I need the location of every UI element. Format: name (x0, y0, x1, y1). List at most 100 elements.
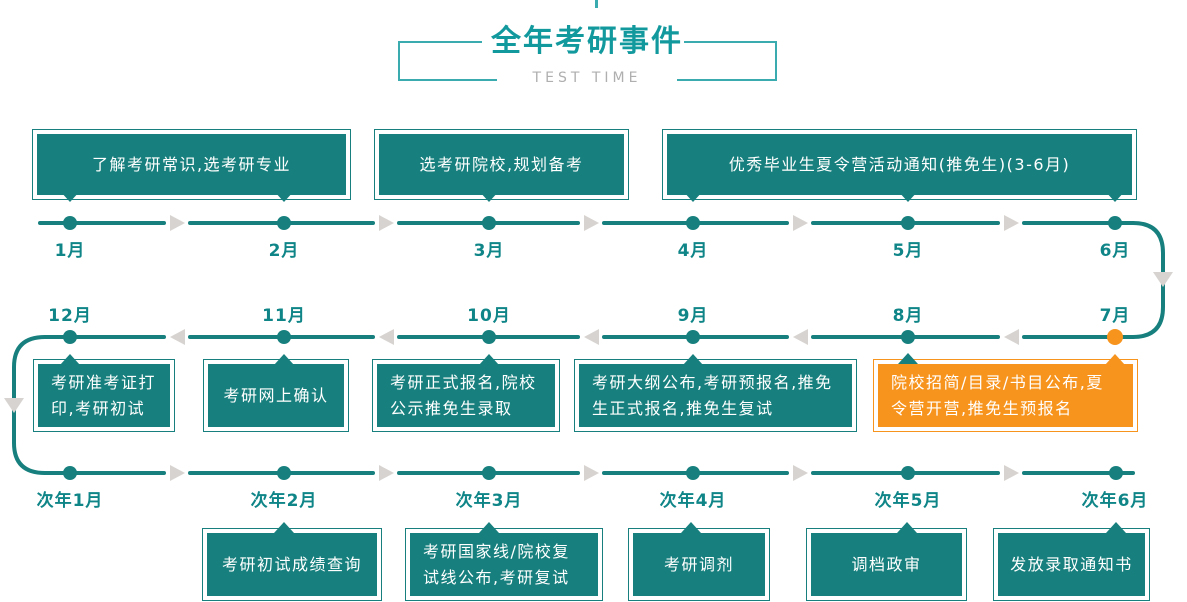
month-label: 次年4月 (659, 491, 727, 511)
event-box-label: 优秀毕业生夏令营活动通知(推免生)(3-6月) (667, 134, 1132, 195)
pointer-up-icon (479, 522, 499, 533)
month-label: 5月 (892, 241, 924, 261)
month-dot-highlight (1107, 329, 1123, 345)
month-dot (482, 216, 496, 230)
month-label: 1月 (54, 241, 86, 261)
month-dot (277, 466, 291, 480)
pointer-up-icon (274, 354, 294, 365)
pointer-up-icon (898, 353, 918, 364)
arrow-down-icon (1153, 272, 1173, 287)
event-box: 考研调剂 (628, 528, 770, 601)
event-box-label: 调档政审 (811, 533, 962, 596)
event-box: 考研初试成绩查询 (202, 528, 382, 601)
event-box-label: 考研调剂 (633, 533, 765, 596)
arrow-left-icon (170, 329, 185, 345)
month-label: 次年2月 (250, 491, 318, 511)
pointer-down-icon (898, 191, 918, 202)
month-label: 次年5月 (874, 491, 942, 511)
title-frame-right (775, 41, 777, 81)
month-label: 次年6月 (1081, 491, 1149, 511)
month-dot (901, 330, 915, 344)
pointer-down-icon (1105, 191, 1125, 202)
month-label: 3月 (473, 241, 505, 261)
event-box-label: 发放录取通知书 (998, 533, 1145, 596)
arrow-right-icon (793, 215, 808, 231)
month-label: 次年1月 (36, 491, 104, 511)
pointer-up-icon (897, 522, 917, 533)
arrow-right-icon (379, 215, 394, 231)
arrow-down-icon (4, 398, 24, 413)
arrow-left-icon (793, 329, 808, 345)
pointer-up-icon (274, 522, 294, 533)
month-label: 11月 (262, 306, 306, 326)
month-label: 6月 (1099, 241, 1131, 261)
event-box: 考研网上确认 (203, 359, 349, 432)
event-box: 优秀毕业生夏令营活动通知(推免生)(3-6月) (662, 129, 1137, 200)
month-dot (686, 216, 700, 230)
event-box: 考研国家线/院校复试线公布,考研复试 (405, 528, 603, 601)
month-dot (686, 466, 700, 480)
month-dot (277, 330, 291, 344)
month-dot (901, 466, 915, 480)
event-box-label: 考研准考证打印,考研初试 (38, 364, 170, 427)
event-box-label: 选考研院校,规划备考 (379, 134, 624, 195)
month-dot (686, 330, 700, 344)
title-frame-top-left (398, 41, 482, 43)
arrow-right-icon (1004, 465, 1019, 481)
pointer-up-icon (1106, 522, 1126, 533)
event-box-label: 考研大纲公布,考研预报名,推免生正式报名,推免生复试 (579, 364, 852, 427)
pointer-down-icon (274, 191, 294, 202)
event-box: 考研准考证打印,考研初试 (33, 359, 175, 432)
month-label: 10月 (467, 306, 511, 326)
event-box: 发放录取通知书 (993, 528, 1150, 601)
pointer-up-icon (683, 354, 703, 365)
month-label: 8月 (892, 306, 924, 326)
month-label: 2月 (268, 241, 300, 261)
event-box: 调档政审 (806, 528, 967, 601)
arrow-right-icon (1004, 215, 1019, 231)
month-label: 12月 (48, 306, 92, 326)
month-dot (482, 330, 496, 344)
arrow-right-icon (584, 465, 599, 481)
pointer-up-icon (1105, 354, 1125, 365)
arrow-right-icon (584, 215, 599, 231)
pointer-down-icon (683, 191, 703, 202)
event-box-label: 考研国家线/院校复试线公布,考研复试 (410, 533, 598, 596)
arrow-left-icon (584, 329, 599, 345)
timeline-segment (38, 221, 166, 225)
top-tick-mark (595, 0, 598, 8)
month-dot (277, 216, 291, 230)
arrow-left-icon (379, 329, 394, 345)
event-box: 了解考研常识,选考研专业 (32, 129, 351, 200)
title-frame-top-right (684, 41, 777, 43)
pointer-down-icon (60, 191, 80, 202)
month-dot (482, 466, 496, 480)
event-box-label: 院校招简/目录/书目公布,夏令营开营,推免生预报名 (878, 364, 1133, 427)
month-label: 次年3月 (455, 491, 523, 511)
month-dot (63, 466, 77, 480)
title-frame-bottom-left (398, 79, 517, 81)
month-label: 7月 (1099, 306, 1131, 326)
title-frame-left (398, 41, 400, 81)
timeline-segment (1022, 471, 1135, 475)
event-box-label: 考研网上确认 (208, 364, 344, 427)
event-box-label: 考研初试成绩查询 (207, 533, 377, 596)
event-box-label: 了解考研常识,选考研专业 (37, 134, 346, 195)
timeline-segment (43, 335, 166, 339)
month-label: 9月 (677, 306, 709, 326)
arrow-left-icon (1004, 329, 1019, 345)
page-subtitle: TEST TIME (497, 70, 677, 86)
event-box: 考研大纲公布,考研预报名,推免生正式报名,推免生复试 (574, 359, 857, 432)
timeline-segment (43, 471, 166, 475)
month-dot (901, 216, 915, 230)
pointer-down-icon (479, 191, 499, 202)
pointer-up-icon (479, 354, 499, 365)
arrow-right-icon (170, 215, 185, 231)
month-dot (63, 216, 77, 230)
title-frame-bottom-right (658, 79, 777, 81)
arrow-right-icon (379, 465, 394, 481)
pointer-up-icon (681, 522, 701, 533)
month-dot (1108, 216, 1122, 230)
